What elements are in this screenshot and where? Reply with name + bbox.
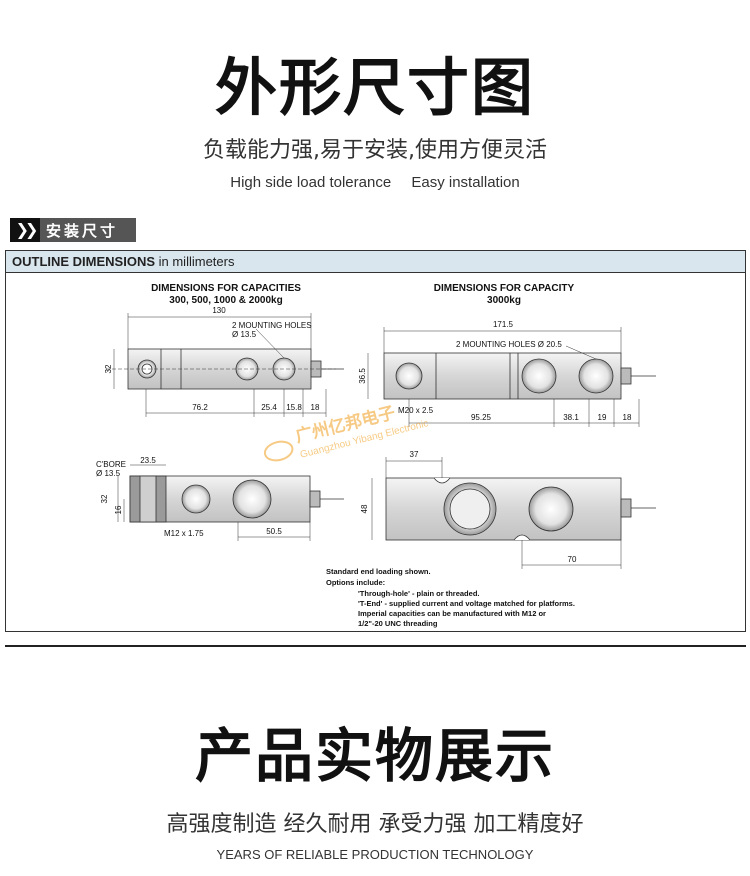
section-subtitle-product: 高强度制造 经久耐用 承受力强 加工精度好 — [166, 812, 584, 837]
note-line1: Standard end loading shown. — [326, 567, 431, 576]
section-title-product: 产品实物展示 — [194, 722, 555, 790]
right-top-hole-1 — [395, 362, 423, 390]
left-side-hole-1 — [181, 484, 211, 514]
left-dim-b: 25.4 — [261, 403, 277, 412]
right-thread: M20 x 2.5 — [398, 406, 434, 415]
left-dim-cbore: 23.5 — [140, 456, 156, 465]
watermark-logo-icon — [263, 440, 294, 462]
note-line3: 'Through-hole' - plain or threaded. — [358, 589, 479, 598]
right-dim-d: 18 — [623, 413, 632, 422]
right-title-line2: 3000kg — [487, 295, 521, 306]
left-side-hole-2 — [232, 479, 272, 519]
double-chevron-icon: ❯❯ — [10, 218, 40, 242]
feature-side-load: High side load tolerance — [230, 174, 392, 191]
outline-dimensions-header-bold: OUTLINE DIMENSIONS — [12, 254, 156, 269]
right-top-hole-2 — [521, 358, 557, 394]
note-line6: 1/2"-20 UNC threading — [358, 619, 438, 628]
left-dim-a: 76.2 — [192, 403, 208, 412]
right-dim-top: 37 — [410, 450, 419, 459]
outline-dimensions-panel: OUTLINE DIMENSIONS in millimeters DIMENS… — [5, 250, 746, 632]
right-mounting-holes: 2 MOUNTING HOLES Ø 20.5 — [456, 340, 562, 349]
left-top-view — [106, 313, 344, 417]
section-english-product: YEARS OF RELIABLE PRODUCTION TECHNOLOGY — [216, 847, 534, 862]
left-hole-dia: Ø 13.5 — [232, 330, 257, 339]
left-title-line1: DIMENSIONS FOR CAPACITIES — [151, 283, 301, 294]
left-mounting-holes: 2 MOUNTING HOLES — [232, 321, 312, 330]
section-divider — [5, 645, 746, 647]
right-side-dim-height: 48 — [360, 504, 369, 513]
left-dim-height: 32 — [104, 364, 113, 373]
left-dim-c: 15.8 — [286, 403, 302, 412]
right-side-hole-2 — [528, 486, 574, 532]
left-side-dim-b: 50.5 — [266, 527, 282, 536]
outline-dimensions-header: OUTLINE DIMENSIONS in millimeters — [6, 251, 745, 273]
left-side-dim-height: 32 — [100, 494, 109, 503]
right-dim-b: 38.1 — [563, 413, 579, 422]
note-line2: Options include: — [326, 578, 385, 587]
right-side-dim-b: 70 — [568, 555, 577, 564]
left-thread: M12 x 1.75 — [164, 529, 204, 538]
left-cbore-dia: Ø 13.5 — [96, 469, 121, 478]
left-dim-total: 130 — [212, 306, 226, 315]
right-top-hole-3 — [578, 358, 614, 394]
right-dim-total: 171.5 — [493, 320, 514, 329]
right-side-view — [371, 457, 656, 569]
section-title-outline: 外形尺寸图 — [214, 51, 535, 124]
right-title-line1: DIMENSIONS FOR CAPACITY — [434, 283, 575, 294]
section-subtitle-outline: 负载能力强,易于安装,使用方便灵活 — [203, 138, 547, 163]
right-dim-c: 19 — [598, 413, 607, 422]
left-cbore: C'BORE — [96, 460, 126, 469]
right-dim-a: 95.25 — [471, 413, 492, 422]
left-side-view — [117, 464, 344, 541]
left-side-dim-16: 16 — [114, 505, 123, 514]
right-top-view — [367, 327, 656, 427]
installation-dimensions-label: 安装尺寸 — [46, 221, 119, 240]
technical-drawing: DIMENSIONS FOR CAPACITIES 300, 500, 1000… — [96, 283, 656, 628]
feature-installation: Easy installation — [411, 174, 520, 191]
outline-dimensions-header-unit: in millimeters — [155, 254, 235, 269]
right-dim-height: 36.5 — [358, 368, 367, 384]
installation-dimensions-tag: ❯❯ 安装尺寸 — [10, 218, 136, 242]
feature-list: High side load tolerance Easy installati… — [0, 174, 750, 191]
left-dim-d: 18 — [311, 403, 320, 412]
left-title-line2: 300, 500, 1000 & 2000kg — [169, 295, 282, 306]
note-line5: Imperial capacities can be manufactured … — [358, 609, 546, 618]
note-line4: 'T-End' - supplied current and voltage m… — [358, 599, 575, 608]
